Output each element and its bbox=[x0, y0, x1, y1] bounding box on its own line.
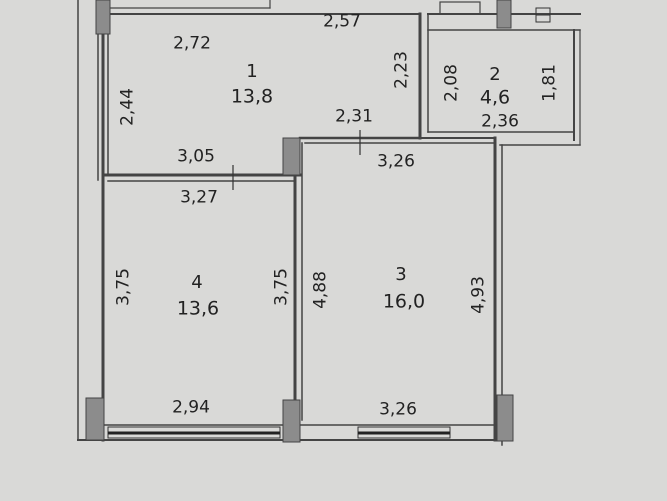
room-1-area: 13,8 bbox=[230, 85, 274, 108]
column-center bbox=[282, 137, 301, 176]
dim-room3-bottom: 3,26 bbox=[379, 399, 417, 420]
dim-room2-left: 2,08 bbox=[441, 64, 462, 102]
columns bbox=[85, 0, 514, 443]
dim-room3-top-left: 2,31 bbox=[335, 106, 373, 127]
utility-box bbox=[535, 7, 551, 23]
dim-room4-bottom: 2,94 bbox=[172, 397, 210, 418]
room-4-number: 4 bbox=[191, 272, 203, 293]
dim-room2-right: 1,81 bbox=[539, 64, 560, 102]
dim-room1-bottom-left: 3,05 bbox=[177, 146, 215, 167]
column-bottom-left bbox=[85, 397, 105, 441]
room-1-number: 1 bbox=[246, 61, 258, 82]
dim-room3-left: 4,88 bbox=[310, 271, 331, 309]
room-2-area: 4,6 bbox=[479, 86, 511, 109]
column-top-right bbox=[496, 0, 512, 29]
dim-top-corridor: 2,57 bbox=[323, 11, 361, 32]
dim-room1-left: 2,44 bbox=[117, 88, 138, 126]
windows bbox=[107, 426, 451, 439]
dim-room4-top: 3,27 bbox=[180, 187, 218, 208]
dim-room4-left: 3,75 bbox=[113, 268, 134, 306]
dim-room1-right: 2,23 bbox=[391, 51, 412, 89]
room-3-number: 3 bbox=[395, 264, 407, 285]
window-top bbox=[439, 1, 481, 15]
room-2-number: 2 bbox=[489, 64, 501, 85]
dim-room3-top: 3,26 bbox=[377, 151, 415, 172]
room-3-area: 16,0 bbox=[382, 290, 426, 313]
dim-room3-right: 4,93 bbox=[468, 276, 489, 314]
column-bottom-middle bbox=[282, 399, 301, 443]
dim-room2-bottom: 2,36 bbox=[481, 111, 519, 132]
dim-room1-top: 2,72 bbox=[173, 33, 211, 54]
column-top-left bbox=[95, 0, 111, 35]
room-4-area: 13,6 bbox=[176, 297, 220, 320]
column-bottom-right bbox=[496, 394, 514, 442]
dimension-ticks bbox=[232, 130, 361, 190]
dim-room4-right: 3,75 bbox=[271, 268, 292, 306]
